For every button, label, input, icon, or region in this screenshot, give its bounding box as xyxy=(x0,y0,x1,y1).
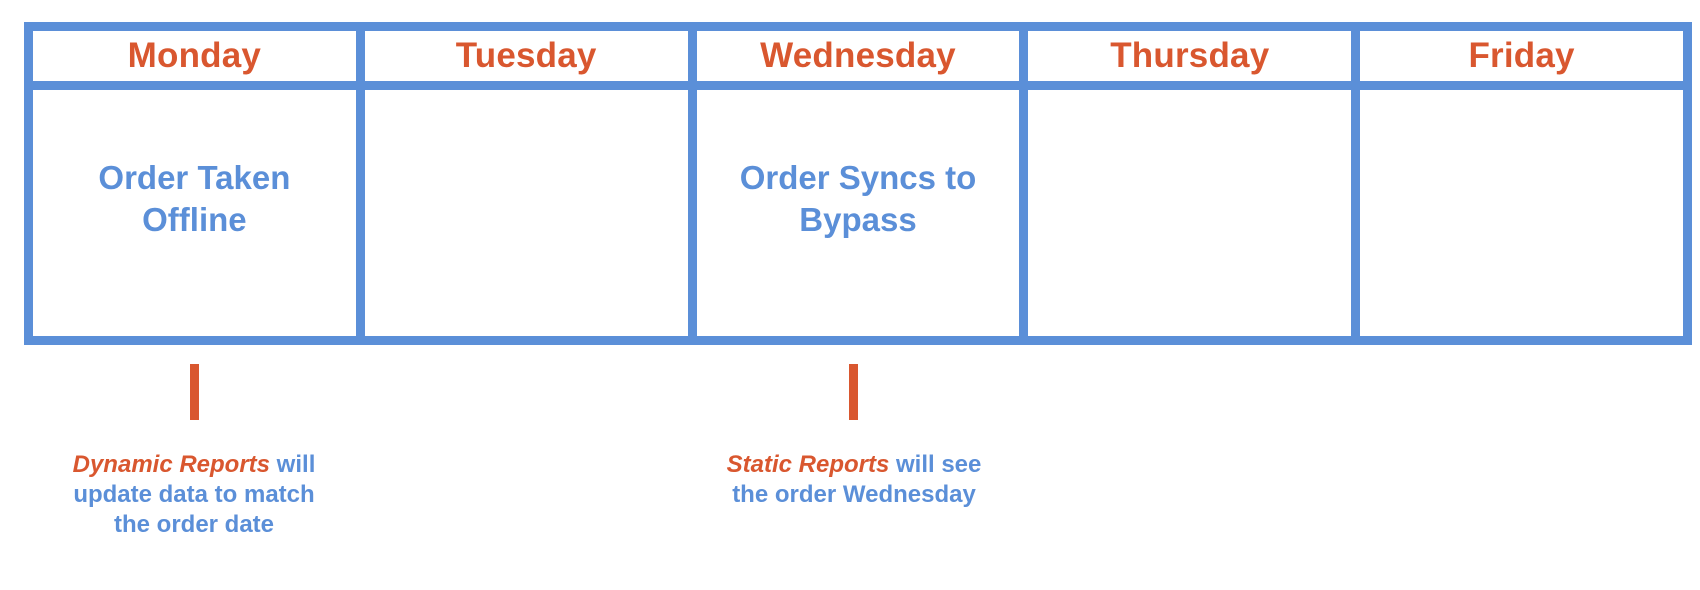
day-header-tuesday: Tuesday xyxy=(364,31,688,81)
day-cell-wednesday: Order Syncs to Bypass xyxy=(696,90,1020,336)
wednesday-marker-line xyxy=(849,364,858,420)
weekly-calendar-grid: Monday Tuesday Wednesday Thursday Friday… xyxy=(24,22,1692,345)
day-cell-thursday xyxy=(1028,90,1352,336)
dynamic-reports-emphasis: Dynamic Reports xyxy=(72,451,271,478)
day-header-wednesday: Wednesday xyxy=(696,31,1020,81)
day-cell-friday xyxy=(1360,90,1683,336)
event-label-wednesday: Order Syncs to Bypass xyxy=(739,159,977,238)
day-header-friday: Friday xyxy=(1360,31,1683,81)
static-reports-note: Static Reports will see the order Wednes… xyxy=(724,450,984,510)
day-header-monday: Monday xyxy=(33,31,356,81)
static-reports-emphasis: Static Reports xyxy=(726,451,890,478)
day-cell-tuesday xyxy=(364,90,688,336)
static-reports-text: will see the order Wednesday xyxy=(732,451,982,508)
day-cell-monday: Order Taken Offline xyxy=(33,90,356,336)
monday-marker-line xyxy=(190,364,199,420)
event-label-monday: Order Taken Offline xyxy=(98,159,291,238)
dynamic-reports-text: will update data to match the order date xyxy=(73,451,316,538)
day-header-thursday: Thursday xyxy=(1028,31,1352,81)
dynamic-reports-note: Dynamic Reports will update data to matc… xyxy=(64,450,324,540)
